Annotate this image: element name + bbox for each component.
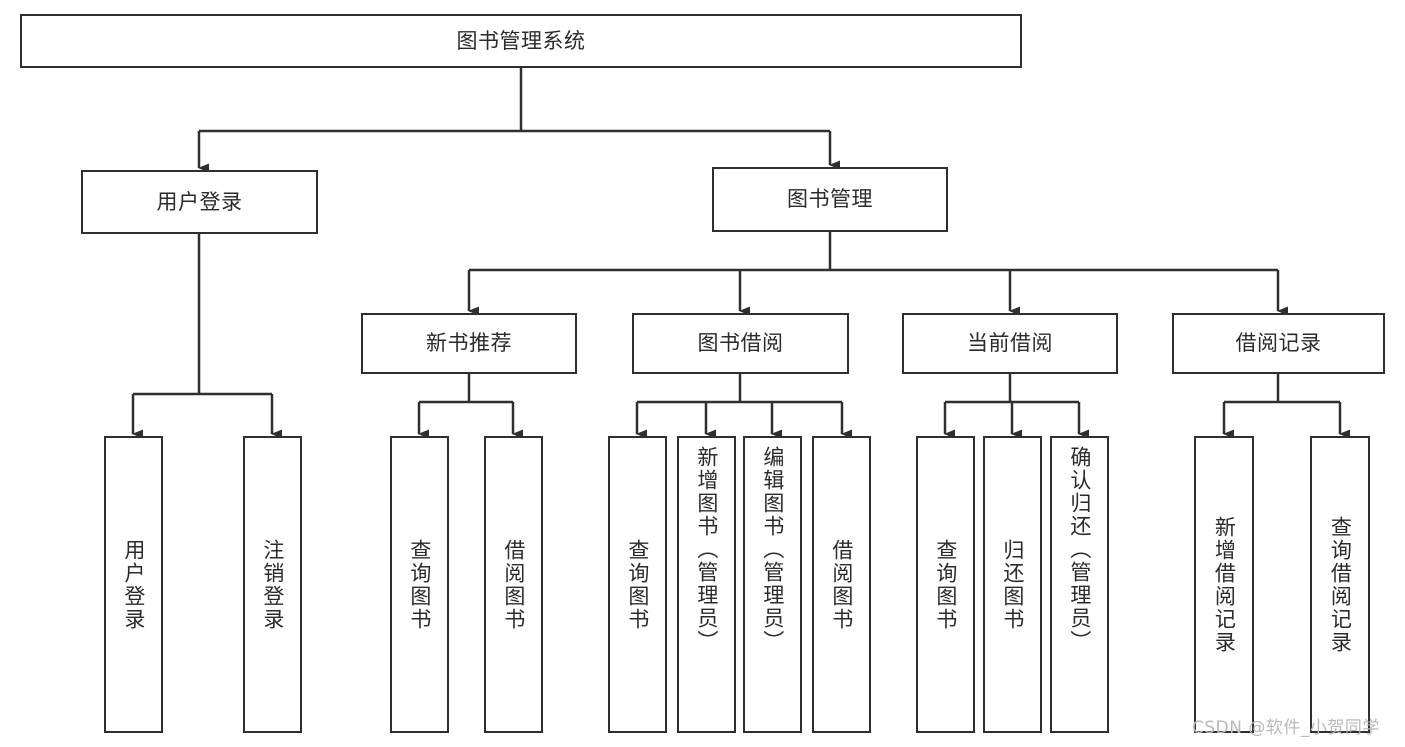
node-leaf-current-borrow-1-label: 查询图书 (933, 538, 958, 631)
node-current-borrow-label: 当前借阅 (967, 331, 1053, 355)
node-book-manage-label: 图书管理 (787, 187, 873, 211)
watermark: CSDN @软件_小贺同学 (1192, 718, 1380, 738)
node-leaf-new-book-rec-2[interactable]: 借阅图书 (484, 436, 543, 733)
node-leaf-book-borrow-2-label: 新增图书（管理员） (694, 446, 719, 653)
node-book-borrow[interactable]: 图书借阅 (632, 313, 849, 374)
node-leaf-current-borrow-2[interactable]: 归还图书 (983, 436, 1042, 733)
node-leaf-current-borrow-3-label: 确认归还（管理员） (1067, 446, 1092, 653)
node-leaf-current-borrow-2-label: 归还图书 (1000, 538, 1025, 631)
node-borrow-record-label: 借阅记录 (1235, 331, 1322, 355)
node-leaf-current-borrow-3[interactable]: 确认归还（管理员） (1050, 436, 1109, 733)
node-leaf-book-borrow-2[interactable]: 新增图书（管理员） (677, 436, 736, 733)
node-leaf-new-book-rec-1-label: 查询图书 (407, 538, 432, 631)
node-borrow-record[interactable]: 借阅记录 (1172, 313, 1385, 374)
node-book-manage[interactable]: 图书管理 (712, 167, 948, 232)
node-leaf-borrow-record-2-label: 查询借阅记录 (1328, 515, 1353, 654)
node-leaf-borrow-record-2[interactable]: 查询借阅记录 (1310, 436, 1370, 733)
node-leaf-book-borrow-1-label: 查询图书 (625, 538, 650, 631)
node-leaf-user-login-1[interactable]: 用户登录 (104, 436, 163, 733)
node-leaf-user-login-1-label: 用户登录 (121, 538, 146, 631)
node-leaf-user-login-2-label: 注销登录 (260, 538, 285, 631)
node-root-label: 图书管理系统 (456, 28, 586, 53)
node-leaf-book-borrow-3-label: 编辑图书（管理员） (760, 446, 785, 653)
node-leaf-user-login-2[interactable]: 注销登录 (243, 436, 302, 733)
node-new-book-rec-label: 新书推荐 (426, 331, 512, 355)
node-book-borrow-label: 图书借阅 (697, 331, 784, 355)
node-leaf-book-borrow-4-label: 借阅图书 (829, 538, 854, 631)
node-leaf-book-borrow-3[interactable]: 编辑图书（管理员） (743, 436, 802, 733)
node-leaf-new-book-rec-2-label: 借阅图书 (501, 538, 526, 631)
node-leaf-borrow-record-1[interactable]: 新增借阅记录 (1194, 436, 1254, 733)
node-user-login[interactable]: 用户登录 (81, 170, 318, 234)
node-new-book-rec[interactable]: 新书推荐 (361, 313, 577, 374)
node-root[interactable]: 图书管理系统 (20, 14, 1022, 68)
node-current-borrow[interactable]: 当前借阅 (902, 313, 1118, 374)
node-leaf-book-borrow-1[interactable]: 查询图书 (608, 436, 667, 733)
node-leaf-borrow-record-1-label: 新增借阅记录 (1212, 515, 1237, 654)
node-leaf-book-borrow-4[interactable]: 借阅图书 (812, 436, 871, 733)
node-leaf-current-borrow-1[interactable]: 查询图书 (916, 436, 975, 733)
node-leaf-new-book-rec-1[interactable]: 查询图书 (390, 436, 449, 733)
node-user-login-label: 用户登录 (156, 189, 243, 214)
